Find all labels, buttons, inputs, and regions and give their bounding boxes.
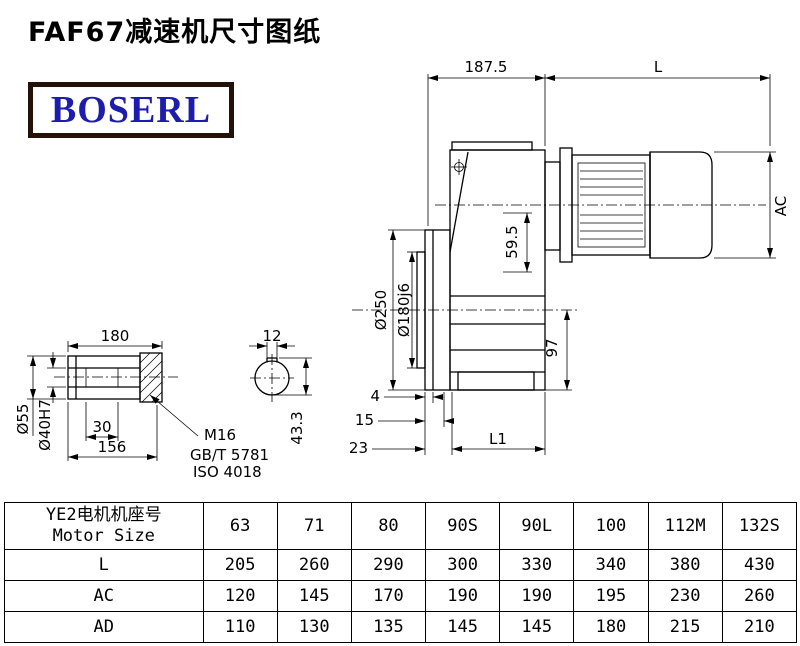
cell-AD-1: 130	[276, 611, 352, 643]
dim-187-label: 187.5	[465, 58, 508, 76]
dim-30-label: 30	[92, 418, 111, 436]
table-row-L: L 205 260 290 300 330 340 380 430	[4, 549, 798, 581]
motor-col-2: 80	[350, 502, 427, 550]
motor-size-header-cn: YE2电机机座号	[45, 505, 162, 525]
cell-AC-6: 230	[647, 580, 723, 612]
table-row-AD: AD 110 130 135 145 145 180 215 210	[4, 611, 798, 643]
cell-AC-0: 120	[202, 580, 278, 612]
cell-AD-2: 135	[350, 611, 427, 643]
row-label-AD: AD	[4, 611, 204, 643]
dim-flange-od-label: Ø250	[372, 290, 390, 330]
table-header-row: YE2电机机座号 Motor Size 63 71 80 90S 90L 100…	[4, 502, 798, 550]
dim-15-label: 15	[355, 411, 374, 429]
cell-AD-3: 145	[425, 611, 501, 643]
dimension-labels: 187.5 L AC Ø250 Ø180j6 59.5 97 4 15 23 L…	[14, 58, 790, 481]
dim-97-label: 97	[543, 338, 561, 357]
motor-size-header-en: Motor Size	[52, 526, 155, 546]
cell-AD-4: 145	[499, 611, 575, 643]
cell-L-3: 300	[425, 549, 501, 581]
cell-AD-7: 210	[721, 611, 798, 643]
dim-l1-label: L1	[489, 430, 507, 448]
cell-AD-6: 215	[647, 611, 723, 643]
cell-AC-3: 190	[425, 580, 501, 612]
cell-AD-5: 180	[573, 611, 649, 643]
dimension-drawing: 187.5 L AC Ø250 Ø180j6 59.5 97 4 15 23 L…	[14, 58, 790, 481]
cell-L-7: 430	[721, 549, 798, 581]
dim-23-label: 23	[349, 439, 368, 457]
row-label-AC: AC	[4, 580, 204, 612]
cell-L-4: 330	[499, 549, 575, 581]
dim-od55-label: Ø55	[14, 404, 32, 435]
dim-43-label: 43.3	[288, 411, 306, 444]
dim-spigot-label: Ø180j6	[395, 283, 413, 337]
cell-AC-5: 195	[573, 580, 649, 612]
shaft-section-view	[249, 342, 312, 402]
dimension-table: YE2电机机座号 Motor Size 63 71 80 90S 90L 100…	[4, 502, 798, 643]
motor-col-7: 132S	[721, 502, 798, 550]
row-label-L: L	[4, 549, 204, 581]
cell-L-5: 340	[573, 549, 649, 581]
dim-ac-label: AC	[772, 196, 790, 216]
motor-col-6: 112M	[647, 502, 723, 550]
std-iso-label: ISO 4018	[193, 463, 262, 481]
dimension-lines-main	[372, 74, 776, 455]
dim-l-label: L	[654, 58, 663, 76]
motor-col-3: 90S	[425, 502, 501, 550]
motor-col-1: 71	[276, 502, 352, 550]
cell-AC-2: 170	[350, 580, 427, 612]
motor-col-0: 63	[202, 502, 278, 550]
dim-156-label: 156	[98, 438, 127, 456]
dim-59-label: 59.5	[503, 225, 521, 258]
boserl-logo: BOSERL	[28, 82, 234, 138]
table-row-AC: AC 120 145 170 190 190 195 230 260	[4, 580, 798, 612]
boserl-logo-text: BOSERL	[50, 89, 212, 131]
motor-size-header: YE2电机机座号 Motor Size	[4, 502, 204, 550]
cell-L-2: 290	[350, 549, 427, 581]
thread-m16-label: M16	[204, 426, 236, 444]
cell-AC-1: 145	[276, 580, 352, 612]
motor-col-5: 100	[573, 502, 649, 550]
dim-bore40-label: Ø40H7	[36, 399, 54, 451]
std-gb-label: GB/T 5781	[190, 446, 269, 464]
cell-AD-0: 110	[202, 611, 278, 643]
cell-L-6: 380	[647, 549, 723, 581]
motor-outline	[544, 147, 713, 263]
dim-180-label: 180	[101, 327, 130, 345]
dim-4-label: 4	[370, 387, 380, 405]
cell-AC-4: 190	[499, 580, 575, 612]
shaft-detail-view	[54, 352, 178, 403]
cell-L-1: 260	[276, 549, 352, 581]
dimension-lines-shaft	[27, 341, 199, 461]
gearbox-outline	[449, 141, 546, 391]
cell-L-0: 205	[202, 549, 278, 581]
dim-12-label: 12	[262, 327, 281, 345]
motor-col-4: 90L	[499, 502, 575, 550]
cell-AC-7: 260	[721, 580, 798, 612]
page-title: FAF67减速机尺寸图纸	[28, 17, 322, 48]
